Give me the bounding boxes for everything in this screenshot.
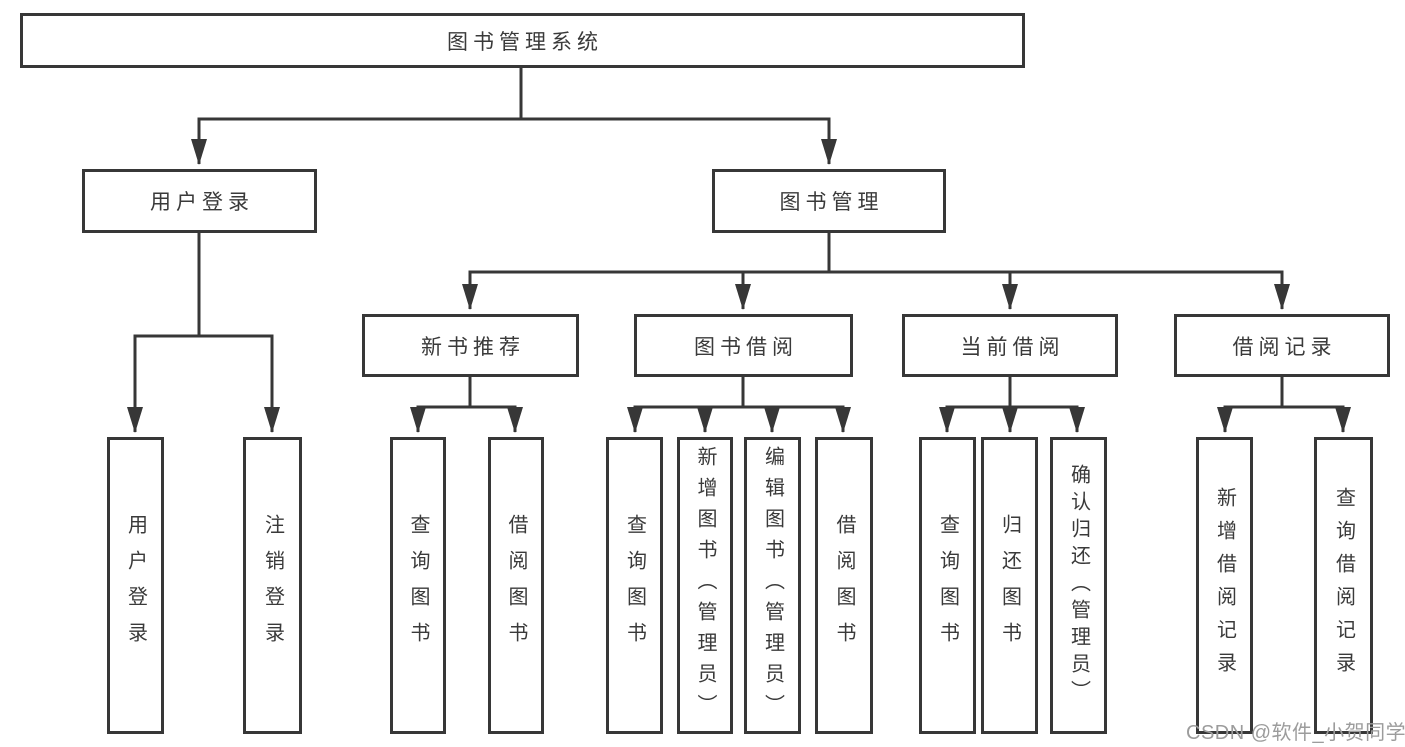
leaf-add-books-admin-label: 新增图书（管理员）	[694, 446, 716, 725]
leaf-confirm-return-admin-label: 确认归还（管理员）	[1067, 464, 1090, 707]
leaf-query-books-2-label: 查询图书	[623, 513, 646, 658]
leaf-query-books-3-label: 查询图书	[936, 513, 959, 658]
leaf-logout: 注销登录	[243, 437, 302, 734]
leaf-borrow-books-1-label: 借阅图书	[505, 513, 527, 658]
leaf-query-books-1: 查询图书	[390, 437, 446, 734]
leaf-edit-books-admin: 编辑图书（管理员）	[744, 437, 801, 734]
leaf-add-borrow-record-label: 新增借阅记录	[1213, 486, 1236, 685]
leaf-borrow-books-1: 借阅图书	[488, 437, 544, 734]
node-user-login: 用户登录	[82, 169, 317, 233]
node-book-borrow: 图书借阅	[634, 314, 853, 377]
leaf-user-login-label: 用户登录	[124, 513, 147, 658]
leaf-query-books-3: 查询图书	[919, 437, 976, 734]
node-book-management: 图书管理	[712, 169, 946, 233]
leaf-query-borrow-record: 查询借阅记录	[1314, 437, 1373, 734]
leaf-query-books-1-label: 查询图书	[407, 513, 429, 658]
node-borrow-records: 借阅记录	[1174, 314, 1390, 377]
leaf-borrow-books-2: 借阅图书	[815, 437, 873, 734]
node-new-book-recommend: 新书推荐	[362, 314, 579, 377]
node-library-system: 图书管理系统	[20, 13, 1025, 68]
watermark: CSDN @软件_小贺同学	[1186, 722, 1405, 744]
leaf-return-books-label: 归还图书	[998, 513, 1021, 658]
leaf-borrow-books-2-label: 借阅图书	[833, 513, 855, 658]
leaf-return-books: 归还图书	[981, 437, 1038, 734]
leaf-query-borrow-record-label: 查询借阅记录	[1332, 486, 1355, 685]
leaf-query-books-2: 查询图书	[606, 437, 663, 734]
node-current-borrow: 当前借阅	[902, 314, 1118, 377]
leaf-logout-label: 注销登录	[261, 513, 284, 658]
leaf-add-books-admin: 新增图书（管理员）	[677, 437, 733, 734]
leaf-confirm-return-admin: 确认归还（管理员）	[1050, 437, 1107, 734]
leaf-edit-books-admin-label: 编辑图书（管理员）	[761, 446, 784, 725]
leaf-user-login: 用户登录	[107, 437, 164, 734]
leaf-add-borrow-record: 新增借阅记录	[1196, 437, 1253, 734]
